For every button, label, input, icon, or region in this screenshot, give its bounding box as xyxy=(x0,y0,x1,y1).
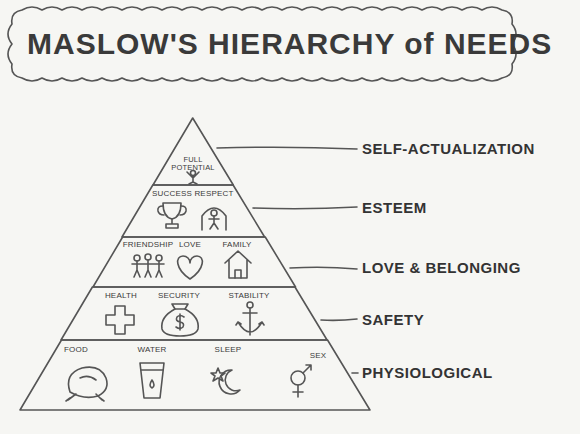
level-heading: SELF-ACTUALIZATION xyxy=(362,141,535,157)
level-heading: LOVE & BELONGING xyxy=(362,260,521,276)
leader-line xyxy=(253,207,357,209)
need-label: STABILITY xyxy=(228,292,269,300)
need-label: LOVE xyxy=(179,241,201,249)
need-label: SEX xyxy=(310,352,327,360)
turkey-icon xyxy=(66,367,107,401)
need-label: HEALTH xyxy=(105,292,137,300)
pyramid-band: SAFETYHEALTHSECURITYSTABILITY xyxy=(61,287,327,340)
level-heading: PHYSIOLOGICAL xyxy=(362,365,493,381)
pyramid-band: PHYSIOLOGICALFOODWATERSLEEPSEX xyxy=(20,340,370,410)
respect-icon xyxy=(202,208,226,230)
need-label: SUCCESS xyxy=(152,190,192,198)
leader-line xyxy=(217,147,357,149)
need-label: FULL POTENTIAL xyxy=(171,156,215,172)
full-potential-icon xyxy=(187,171,199,185)
need-label: RESPECT xyxy=(194,190,233,198)
trophy-icon xyxy=(158,203,186,228)
heart-icon xyxy=(178,256,203,279)
diagram-title: MASLOW'S HIERARCHY of NEEDS xyxy=(27,27,552,61)
need-label: SLEEP xyxy=(215,346,242,354)
pyramid-band: SELF-ACTUALIZATIONFULL POTENTIAL xyxy=(153,118,233,185)
health-cross-icon xyxy=(106,306,134,334)
pyramid-band: LOVE & BELONGINGFRIENDSHIPLOVEFAMILY xyxy=(93,237,296,287)
need-label: FAMILY xyxy=(222,241,251,249)
need-label: FOOD xyxy=(64,346,88,354)
house-icon xyxy=(225,251,251,278)
need-label: SECURITY xyxy=(158,292,200,300)
friendship-icon xyxy=(132,254,164,277)
anchor-icon xyxy=(236,302,264,335)
level-heading: ESTEEM xyxy=(362,200,427,216)
pyramid-band: ESTEEMSUCCESSRESPECT xyxy=(122,185,265,237)
need-label: WATER xyxy=(137,346,166,354)
gender-symbol-icon xyxy=(291,365,311,397)
level-heading: SAFETY xyxy=(362,312,424,328)
water-glass-icon xyxy=(140,363,164,398)
band-outline xyxy=(153,118,233,185)
sleep-icon xyxy=(211,368,240,394)
need-label: FRIENDSHIP xyxy=(123,241,173,249)
leader-line xyxy=(321,319,357,320)
leader-line xyxy=(290,267,357,269)
money-bag-icon xyxy=(162,304,198,336)
band-outline xyxy=(122,185,265,237)
leader-line xyxy=(352,372,358,374)
